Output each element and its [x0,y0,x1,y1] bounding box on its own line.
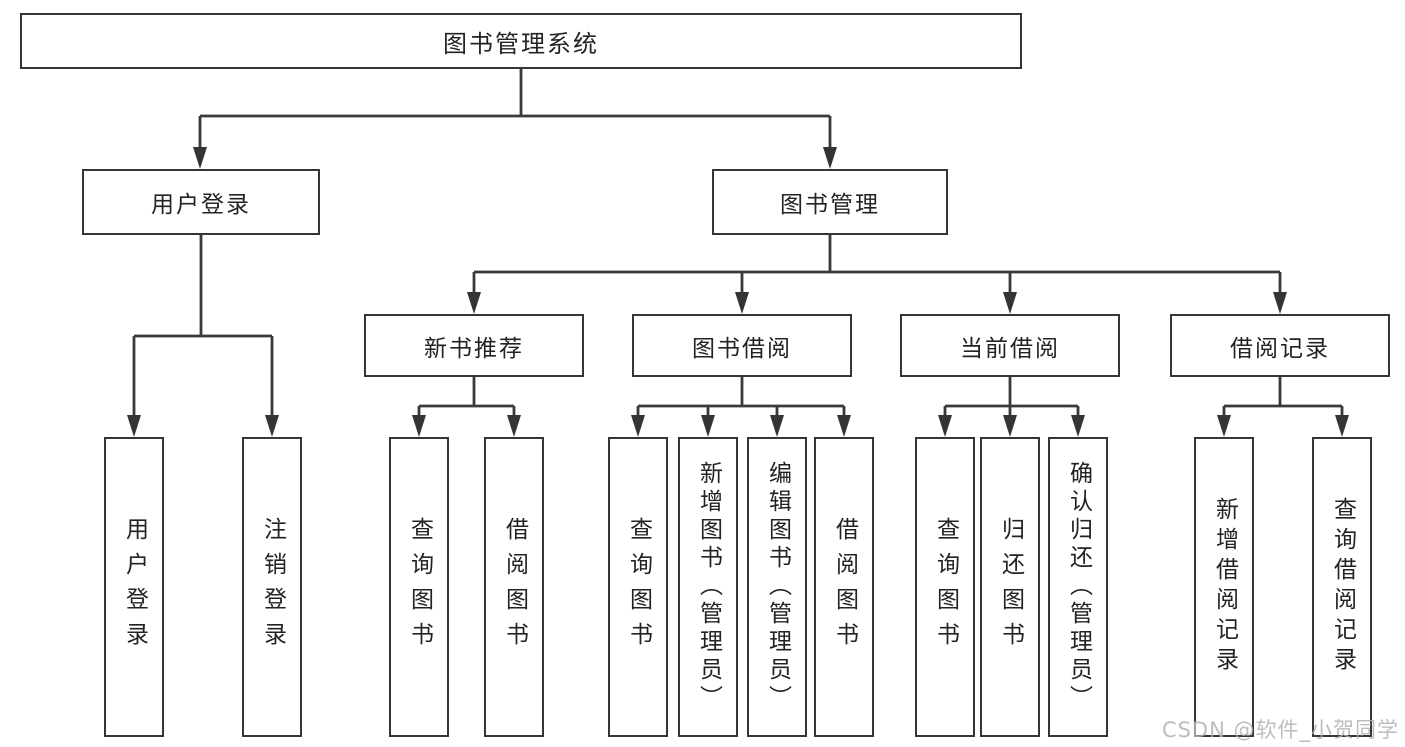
node-label: 注销登录 [259,517,286,657]
node-label: 图书借阅 [692,335,792,362]
node-label: 编辑图书（管理员） [764,461,791,713]
node-label: 新书推荐 [424,335,524,362]
node-borrow-record: 借阅记录 [1170,314,1390,377]
leaf-borrow-query-book: 查询图书 [608,437,668,737]
node-new-book-recommend: 新书推荐 [364,314,584,377]
leaf-current-confirm-return-admin: 确认归还（管理员） [1048,437,1108,737]
node-book-borrow: 图书借阅 [632,314,852,377]
leaf-recommend-borrow-book: 借阅图书 [484,437,544,737]
leaf-borrow-add-book-admin: 新增图书（管理员） [678,437,738,737]
arrow-down-icons [127,147,1349,437]
leaf-user-login: 用户登录 [104,437,164,737]
leaf-add-borrow-record: 新增借阅记录 [1194,437,1254,737]
leaf-current-query-book: 查询图书 [915,437,975,737]
node-label: 用户登录 [151,192,251,218]
node-current-borrow: 当前借阅 [900,314,1120,377]
connector-lines [132,69,1344,421]
leaf-borrow-edit-book-admin: 编辑图书（管理员） [747,437,807,737]
node-label: 查询图书 [406,517,433,657]
node-label: 查询图书 [625,517,652,657]
node-label: 借阅图书 [831,517,858,657]
leaf-query-borrow-record: 查询借阅记录 [1312,437,1372,737]
node-label: 新增图书（管理员） [695,461,722,713]
node-label: 当前借阅 [960,335,1060,362]
leaf-recommend-query-book: 查询图书 [389,437,449,737]
node-label: 查询图书 [932,517,959,657]
node-label: 借阅记录 [1230,335,1330,362]
node-user-login: 用户登录 [82,169,320,235]
leaf-logout-login: 注销登录 [242,437,302,737]
node-label: 图书管理 [780,192,880,218]
leaf-borrow-borrow-book: 借阅图书 [814,437,874,737]
node-library-management-system: 图书管理系统 [20,13,1022,69]
node-label: 确认归还（管理员） [1065,461,1092,713]
node-label: 借阅图书 [501,517,528,657]
leaf-current-return-book: 归还图书 [980,437,1040,737]
node-label: 归还图书 [997,517,1024,657]
csdn-watermark: CSDN @软件_小贺同学 [1161,718,1399,742]
node-label: 用户登录 [121,517,148,657]
node-label: 新增借阅记录 [1211,497,1238,677]
node-label: 查询借阅记录 [1329,497,1356,677]
node-book-management: 图书管理 [712,169,948,235]
node-label: 图书管理系统 [443,29,599,58]
